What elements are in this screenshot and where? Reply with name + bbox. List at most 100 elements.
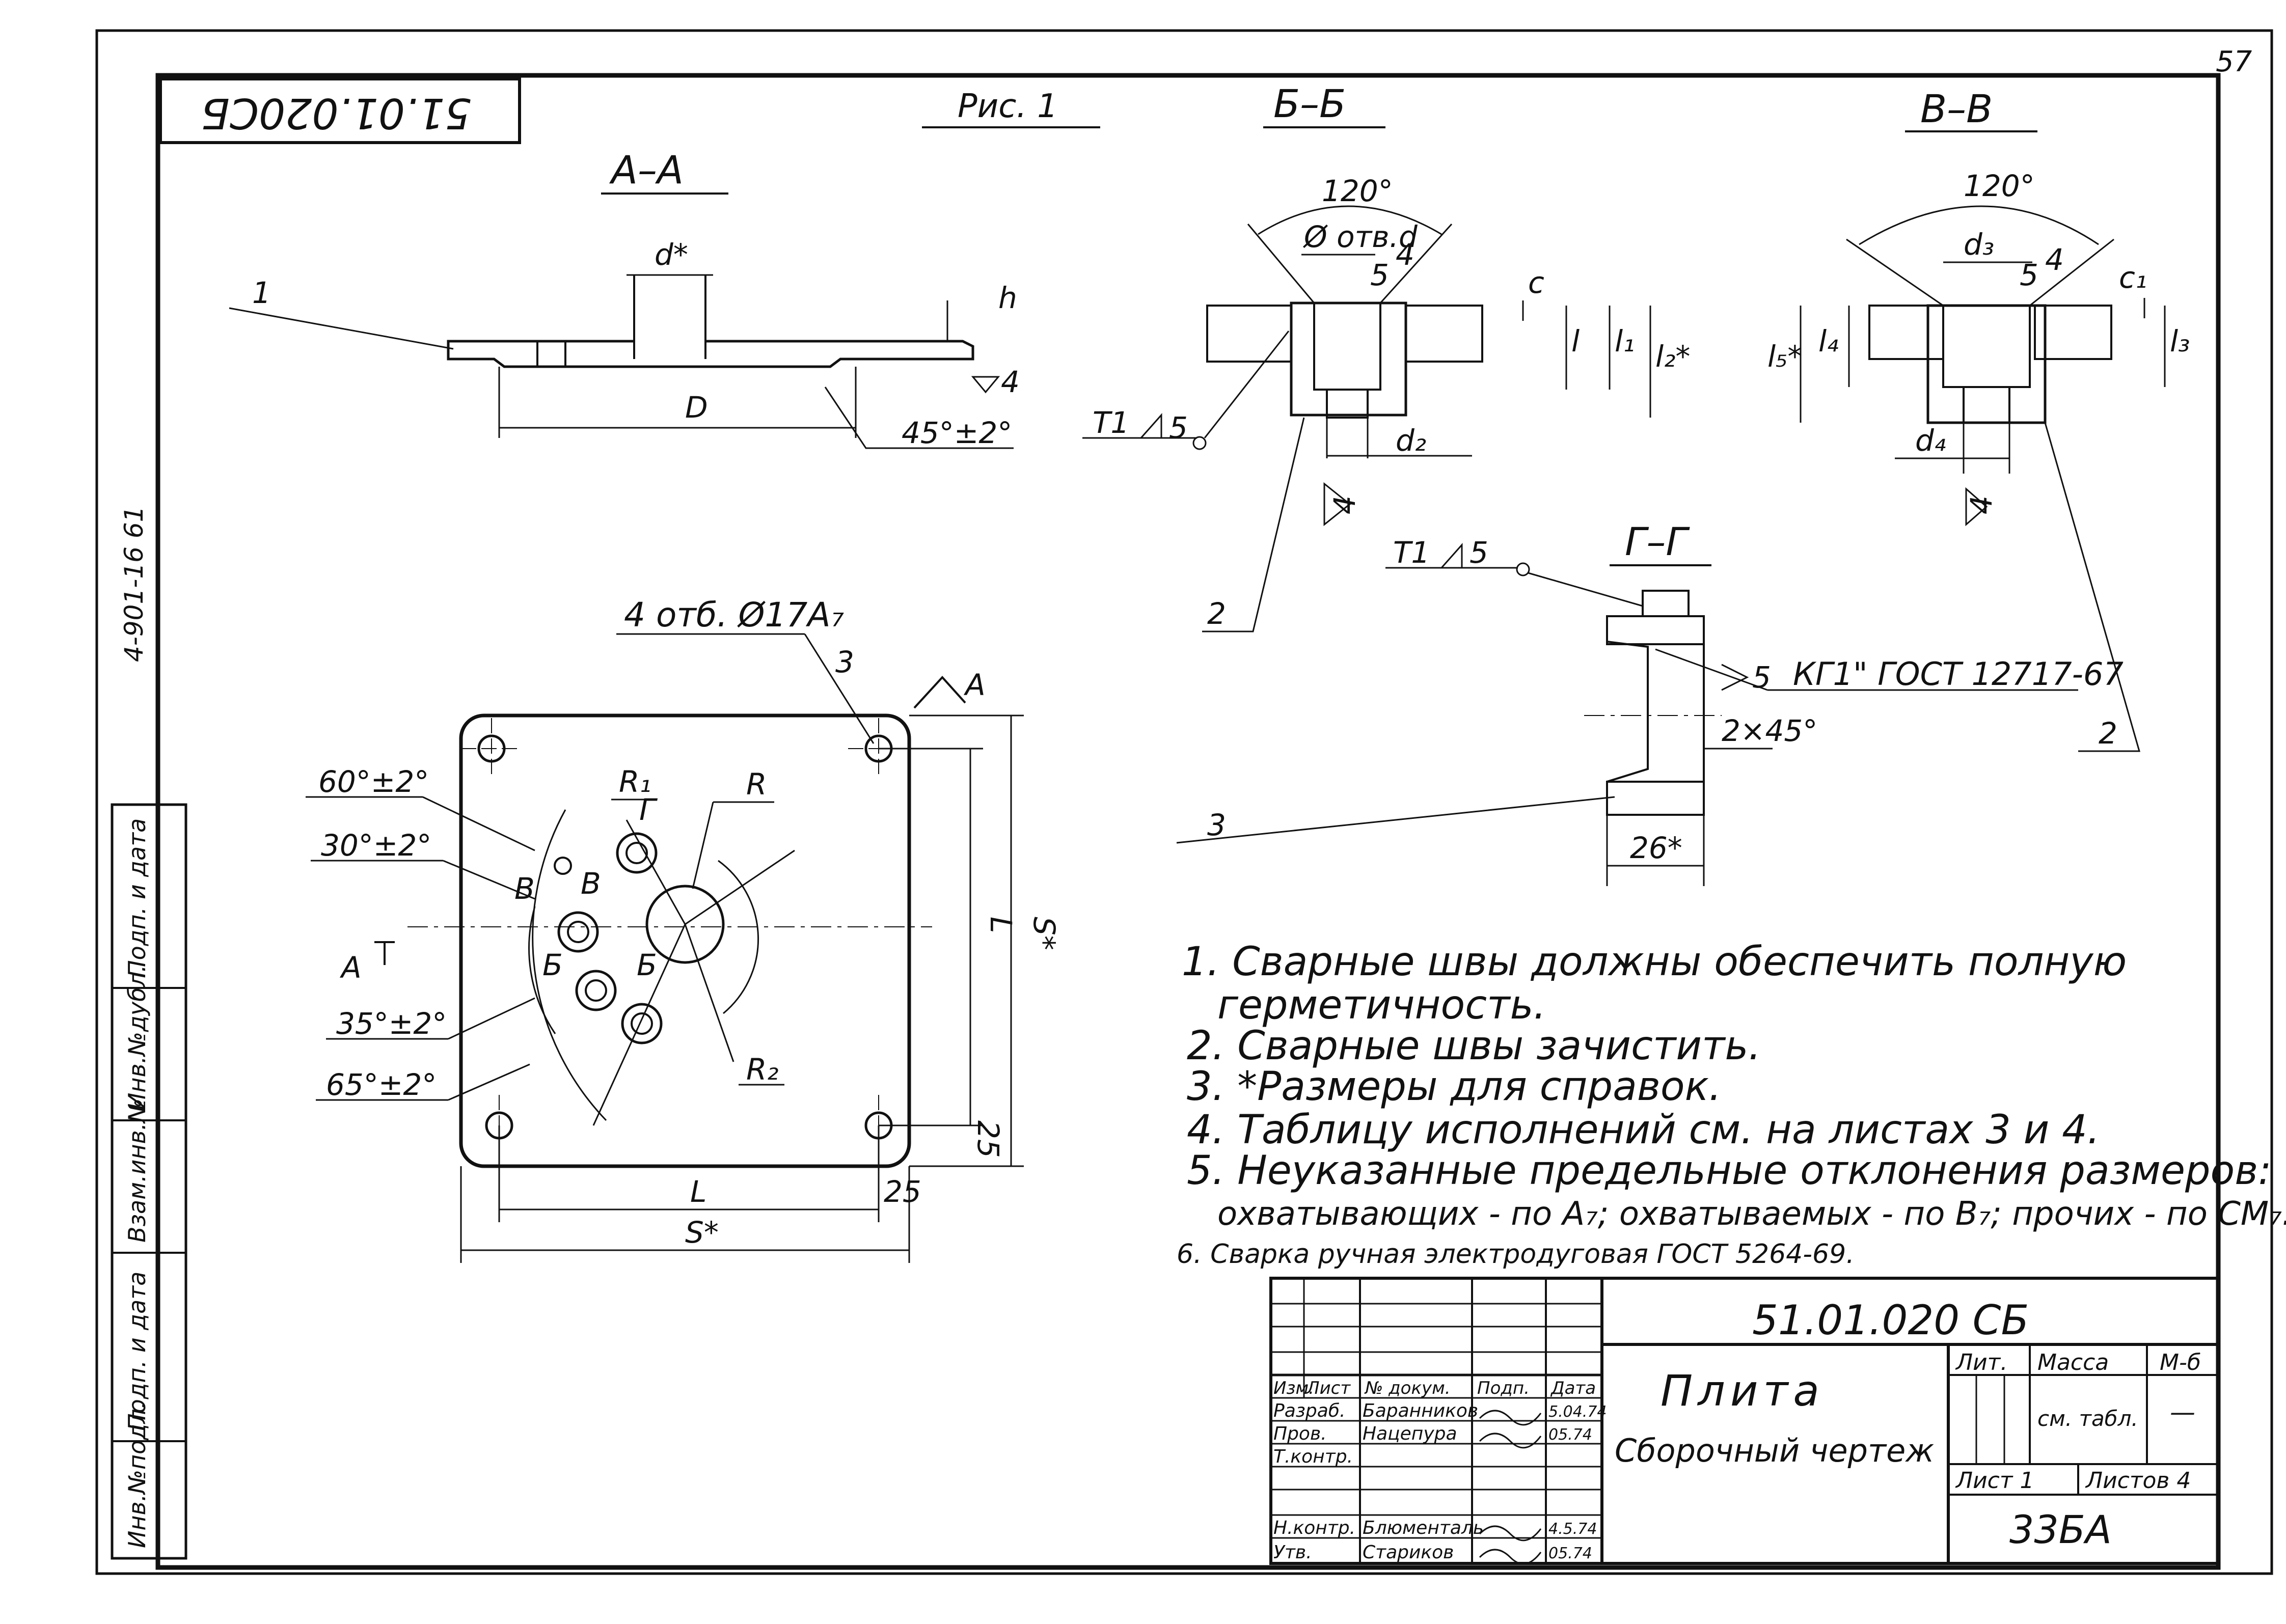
bb-hole-label: Ø отв.d — [1303, 219, 1418, 254]
bb-weld: Т1 — [1093, 405, 1129, 440]
title-block: 51.01.020 СБ Плита Сборочный чертеж Лит.… — [1269, 1277, 2220, 1565]
signature-razrab — [1479, 1410, 1542, 1426]
signature-prov — [1479, 1433, 1542, 1449]
tb-col-mass: Масса — [2037, 1350, 2109, 1375]
plan-cut-B: Б — [542, 948, 563, 982]
bb-rough4: 4 — [1396, 237, 1414, 272]
tb-subtitle: Сборочный чертеж — [1615, 1432, 1934, 1469]
plan-angle-30: 30°±2° — [321, 828, 431, 863]
section-vv-title: В–В — [1920, 86, 1993, 131]
vv-leader-2: 2 — [2099, 716, 2117, 751]
aa-d-star: d* — [655, 237, 688, 272]
vv-l5: l₅* — [1767, 339, 1802, 374]
plan-cut-V: В — [514, 871, 535, 906]
vv-d3: d₃ — [1964, 227, 1994, 262]
bb-rough-bottom: 4 — [1327, 496, 1362, 514]
signature-nkontr — [1479, 1525, 1542, 1542]
tb-sheet: Лист 1 — [1955, 1468, 2034, 1494]
bb-d2: d₂ — [1396, 423, 1426, 458]
tb-row-nkontr-name: Блюменталь — [1363, 1518, 1484, 1538]
section-gg: Г–Г Т1 5 5 КГ1" ГОСТ 12717-67 2×45° 26* … — [1176, 519, 2124, 886]
bb-l2: l₂* — [1655, 339, 1690, 374]
plan-cut-B2: Б — [637, 948, 657, 982]
note-2: 2. Сварные швы зачистить. — [1187, 1023, 1761, 1069]
tb-row-utv-date: 05.74 — [1548, 1545, 1592, 1562]
note-3: 3. *Размеры для справок. — [1187, 1064, 1722, 1110]
plan-angle-65: 65°±2° — [326, 1067, 437, 1102]
plan-R2: R₂ — [746, 1052, 779, 1087]
tb-row-prov-name: Нацепура — [1363, 1423, 1457, 1444]
plan-dim-25b: 25 — [884, 1174, 921, 1209]
tb-doc-code: 51.01.020 СБ — [1752, 1297, 2029, 1344]
tb-org: 33БА — [2009, 1507, 2112, 1552]
tb-row-razrab-name: Баранников — [1363, 1400, 1478, 1421]
gg-rough: 5 — [1752, 660, 1771, 695]
section-aa: А–А d* D h 4 45°±2° 1 — [229, 147, 1020, 450]
page-number: 57 — [2216, 45, 2252, 78]
bb-leader-2: 2 — [1207, 596, 1226, 631]
vv-rough4: 4 — [2045, 242, 2064, 277]
tb-row-tkontr-role: Т.контр. — [1273, 1446, 1353, 1467]
vv-rough-bottom: 4 — [1964, 496, 1999, 514]
strip-inv-dubl: Инв.№дубл. — [123, 965, 151, 1110]
gg-width: 26* — [1630, 831, 1682, 865]
bb-rough5: 5 — [1370, 258, 1389, 292]
plan-cut-G: Г — [639, 792, 658, 827]
note-5: 5. Неуказанные предельные отклонения раз… — [1187, 1148, 2272, 1194]
strip-podp-data-2: Подп. и дата — [123, 818, 151, 978]
vv-c1: c₁ — [2119, 260, 2147, 295]
gg-thread: КГ1" ГОСТ 12717-67 — [1793, 655, 2124, 693]
section-bb: Б–Б 120° Ø отв.d 5 4 c l l₁ l₂* d₂ — [1082, 81, 1690, 632]
tb-h-data: Дата — [1550, 1378, 1596, 1398]
tb-row-prov-role: Пров. — [1273, 1423, 1327, 1444]
tb-col-scale: М-б — [2160, 1350, 2201, 1375]
figure-caption: Рис. 1 — [958, 88, 1058, 125]
aa-leader-1: 1 — [252, 276, 271, 310]
gg-leader-3: 3 — [1207, 808, 1226, 842]
note-5-cont: охватывающих - по А₇; охватываемых - по … — [1217, 1195, 2286, 1233]
plan-cut-A2: А — [963, 668, 986, 702]
bb-l: l — [1571, 324, 1580, 359]
plan-angle-60: 60°±2° — [318, 764, 429, 799]
section-bb-title: Б–Б — [1273, 81, 1346, 126]
plan-L-horiz: L — [690, 1174, 706, 1209]
tb-row-nkontr-date: 4.5.74 — [1548, 1520, 1597, 1538]
tb-mass-value: см. табл. — [2037, 1406, 2138, 1431]
plan-S-vert: S* — [1027, 917, 1062, 950]
tb-h-izm: Изм. — [1273, 1378, 1314, 1398]
aa-rough: 4 — [1001, 365, 1020, 399]
aa-chamfer: 45°±2° — [902, 416, 1012, 450]
tb-row-prov-date: 05.74 — [1548, 1426, 1592, 1444]
plan-holes-note: 4 отб. Ø17А₇ — [624, 595, 844, 635]
vv-angle: 120° — [1964, 169, 2035, 203]
tb-h-podp: Подп. — [1477, 1378, 1530, 1398]
plan-L-vert: L — [984, 917, 1018, 933]
note-1-cont: герметичность. — [1217, 982, 1546, 1028]
plan-angle-35: 35°±2° — [336, 1006, 447, 1041]
vv-rough5: 5 — [2020, 258, 2038, 292]
aa-h: h — [998, 281, 1017, 315]
strip-vzam-inv: Взам.инв.№ — [123, 1098, 151, 1243]
tb-row-nkontr-role: Н.контр. — [1273, 1518, 1355, 1538]
stamp-code-mirrored: 51.01.020СБ — [201, 89, 472, 137]
gg-weld-leg: 5 — [1469, 535, 1488, 570]
tb-name: Плита — [1661, 1366, 1825, 1416]
vv-l3: l₃ — [2170, 324, 2190, 359]
tb-row-utv-role: Утв. — [1273, 1542, 1312, 1563]
bb-c: c — [1528, 265, 1544, 300]
side-strip: Инв.№подл. Подп. и дата Взам.инв.№ Инв.№… — [111, 803, 187, 1560]
gg-weld: Т1 — [1393, 535, 1430, 570]
tb-col-lit: Лит. — [1955, 1350, 2007, 1375]
vv-d4: d₄ — [1915, 423, 1946, 458]
bb-weld-leg: 5 — [1169, 410, 1188, 445]
strip-inv-podl: Инв.№подл. — [123, 1401, 151, 1548]
note-1: 1. Сварные швы должны обеспечить полную — [1182, 939, 2127, 985]
gg-chamfer: 2×45° — [1722, 713, 1817, 748]
plan-S-horiz: S* — [685, 1215, 719, 1250]
section-aa-title: А–А — [609, 147, 684, 192]
tb-row-razrab-role: Разраб. — [1273, 1400, 1345, 1421]
plan-dim-25a: 25 — [971, 1120, 1005, 1158]
tb-h-list: Лист — [1305, 1378, 1351, 1398]
bb-angle: 120° — [1322, 174, 1393, 208]
